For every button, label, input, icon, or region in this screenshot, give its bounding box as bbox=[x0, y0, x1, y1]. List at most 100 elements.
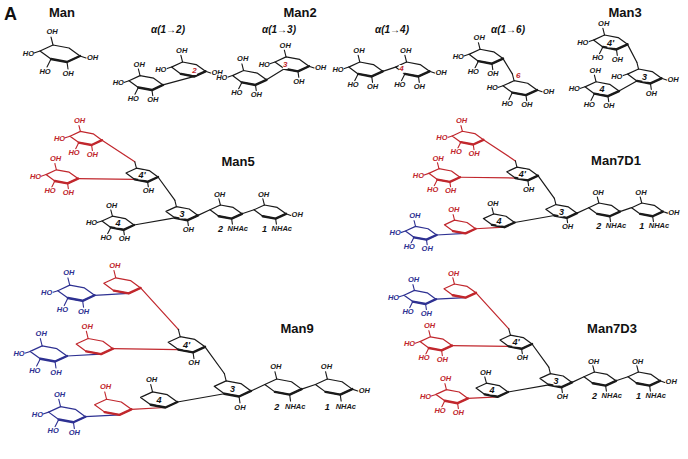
sugar-ring bbox=[126, 168, 158, 182]
glycosidic-bond bbox=[620, 208, 632, 212]
ring-outline bbox=[452, 131, 483, 144]
sugar-ring bbox=[507, 167, 538, 180]
substituent-bond bbox=[588, 40, 593, 42]
substituent-bond bbox=[65, 136, 70, 138]
glycosidic-bond bbox=[85, 415, 119, 417]
ring-front-edge bbox=[175, 215, 198, 220]
ring-front-edge bbox=[637, 381, 660, 386]
hydroxyl-label: HO bbox=[48, 428, 59, 436]
glycosidic-bond bbox=[476, 293, 509, 329]
hydroxyl-label: OH bbox=[408, 276, 419, 284]
sugar-ring bbox=[483, 214, 514, 227]
ring-front-edge bbox=[437, 177, 460, 182]
substituent-bond bbox=[448, 136, 453, 138]
sugar-ring bbox=[254, 205, 286, 219]
hydroxyl-label: OH bbox=[588, 358, 599, 366]
ring-outline bbox=[349, 62, 383, 76]
hydroxyl-label: OH bbox=[237, 56, 248, 64]
glycosidic-bond bbox=[577, 208, 589, 213]
hydroxyl-label: NHAc bbox=[606, 223, 626, 231]
substituent-bond bbox=[275, 372, 277, 379]
sugar-ring bbox=[546, 205, 577, 218]
substituent-bond bbox=[515, 161, 517, 167]
hydroxyl-label: HO bbox=[592, 54, 603, 62]
hydroxyl-label: OH bbox=[134, 61, 145, 69]
hydroxyl-label: HO bbox=[41, 290, 52, 298]
substituent-bond bbox=[478, 42, 480, 49]
substituent-bond bbox=[40, 339, 42, 346]
ring-outline bbox=[420, 337, 452, 351]
residue-number: 4 bbox=[496, 216, 501, 225]
ring-outline bbox=[594, 35, 628, 49]
linkage-label: α(1→4) bbox=[375, 25, 409, 35]
glycosidic-bond bbox=[102, 140, 135, 162]
hydroxyl-label: HO bbox=[128, 95, 139, 103]
hydroxyl-label: NHAc bbox=[646, 392, 666, 400]
glycosidic-bond bbox=[78, 178, 135, 180]
substituent-bond bbox=[344, 67, 349, 69]
sugar-ring bbox=[540, 374, 572, 388]
ring-outline bbox=[444, 220, 475, 233]
glycosidic-bond bbox=[134, 218, 175, 225]
substituent-bond bbox=[41, 175, 46, 177]
substituent-bond bbox=[464, 54, 469, 56]
ring-outline bbox=[546, 205, 577, 218]
hydroxyl-label: HO bbox=[468, 68, 479, 76]
ring-outline bbox=[102, 216, 134, 230]
ring-outline bbox=[166, 207, 198, 221]
ring-outline bbox=[632, 203, 663, 216]
glycosidic-bond bbox=[383, 67, 396, 71]
substituent-bond bbox=[227, 76, 232, 78]
hydroxyl-label: OH bbox=[409, 213, 420, 221]
ring-front-edge bbox=[478, 59, 503, 64]
glycosidic-bond bbox=[131, 408, 165, 410]
hydroxyl-label: OH bbox=[448, 270, 459, 278]
sugar-ring bbox=[436, 390, 468, 404]
sugar-ring bbox=[452, 131, 483, 144]
ring-outline bbox=[275, 57, 309, 71]
substituent-bond bbox=[492, 208, 494, 214]
residue-number: 1 bbox=[325, 402, 330, 411]
hydroxyl-label: OH bbox=[448, 206, 459, 214]
substituent-bond bbox=[59, 399, 61, 406]
ring-front-edge bbox=[219, 214, 242, 219]
substituent-bond bbox=[415, 342, 420, 344]
substituent-bond bbox=[270, 62, 275, 64]
hydroxyl-label: OH bbox=[667, 76, 678, 84]
glycosidic-bond bbox=[538, 176, 554, 199]
substituent-bond bbox=[55, 419, 59, 426]
substituent-bond bbox=[79, 125, 81, 131]
substituent-bond bbox=[64, 298, 68, 305]
glycosidic-bond bbox=[532, 344, 549, 367]
residue-number: 4 bbox=[115, 219, 120, 228]
sugar-ring bbox=[168, 337, 205, 353]
sugar-ring bbox=[104, 278, 141, 294]
residue-number: 1 bbox=[639, 222, 644, 231]
hydroxyl-label: OH bbox=[603, 103, 614, 111]
ring-outline bbox=[104, 278, 141, 294]
hydroxyl-label: OH bbox=[270, 363, 281, 371]
structure-title: Man7D1 bbox=[591, 154, 641, 167]
hydroxyl-label: NHAc bbox=[336, 403, 356, 411]
glycosidic-bond bbox=[302, 385, 316, 390]
ring-front-edge bbox=[224, 391, 251, 397]
substituent-bond bbox=[640, 197, 642, 203]
substituent-bond bbox=[622, 74, 627, 76]
substituent-bond bbox=[326, 372, 328, 379]
sugar-ring bbox=[469, 49, 503, 63]
ring-front-edge bbox=[114, 288, 141, 294]
hydroxyl-label: OH bbox=[143, 188, 154, 196]
substituent-bond bbox=[34, 51, 40, 53]
substituent-bond bbox=[413, 284, 415, 290]
hydroxyl-label: OH bbox=[106, 202, 117, 210]
linkage-label: α(1→2) bbox=[151, 25, 185, 35]
hydroxyl-label: HO bbox=[436, 135, 447, 143]
substituent-bond bbox=[105, 392, 107, 399]
substituent-bond bbox=[43, 412, 49, 414]
glycosidic-bond bbox=[198, 210, 210, 216]
hydroxyl-label: OH bbox=[590, 67, 601, 75]
substituent-bond bbox=[414, 220, 416, 226]
residue-number: 3 bbox=[179, 209, 184, 218]
substituent-bond bbox=[47, 59, 51, 67]
ring-outline bbox=[254, 205, 286, 219]
